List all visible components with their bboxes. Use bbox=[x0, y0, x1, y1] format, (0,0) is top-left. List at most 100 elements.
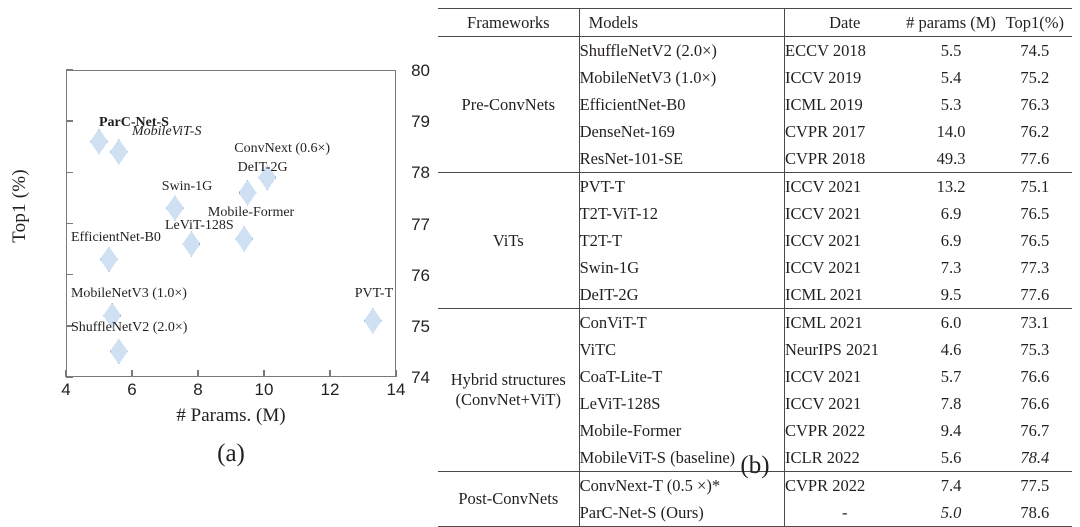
scatter-point-label: Swin-1G bbox=[161, 178, 213, 194]
model-cell: MobileNetV3 (1.0×) bbox=[578, 64, 785, 91]
y-tick-mark bbox=[66, 120, 73, 122]
x-axis-label: # Params. (M) bbox=[176, 405, 286, 426]
top1-cell: 77.6 bbox=[1020, 148, 1050, 168]
date-cell: CVPR 2022 bbox=[784, 417, 905, 444]
x-tick-mark bbox=[65, 370, 67, 377]
scatter-point bbox=[103, 302, 122, 329]
y-tick-label: 77 bbox=[411, 214, 430, 234]
date-cell: ICCV 2021 bbox=[784, 172, 905, 200]
y-tick-label: 76 bbox=[411, 265, 430, 285]
table-header-row: Frameworks Models Date # params (M) Top1… bbox=[438, 8, 1072, 37]
scatter-point-label: ParC-Net-S bbox=[99, 114, 169, 130]
y-tick-label: 80 bbox=[411, 61, 430, 80]
scatter-point-label: PVT-T bbox=[354, 286, 394, 302]
y-tick-label: 79 bbox=[411, 112, 430, 132]
top1-cell: 76.5 bbox=[1020, 230, 1050, 250]
scatter-point bbox=[363, 307, 382, 334]
y-axis-label: Top1 (%) bbox=[9, 169, 30, 243]
params-cell: 49.3 bbox=[936, 148, 966, 168]
date-cell: CVPR 2017 bbox=[784, 118, 905, 145]
top1-cell: 76.5 bbox=[1020, 203, 1050, 223]
model-cell: CoaT-Lite-T bbox=[578, 363, 785, 390]
x-tick-mark bbox=[197, 370, 199, 377]
scatter-point bbox=[109, 138, 128, 165]
params-cell: 7.3 bbox=[940, 257, 962, 277]
model-cell: ViTC bbox=[578, 336, 785, 363]
params-cell: 5.7 bbox=[940, 366, 962, 386]
framework-cell: Pre-ConvNets bbox=[461, 94, 556, 114]
scatter-point bbox=[109, 338, 128, 365]
framework-label-line1: Hybrid structures bbox=[450, 370, 566, 389]
scatter-point bbox=[99, 246, 118, 273]
scatter-point-label: DeIT-2G bbox=[237, 160, 288, 176]
params-cell: 5.0 bbox=[940, 502, 962, 522]
column-header-date: Date bbox=[784, 8, 905, 37]
params-cell: 13.2 bbox=[936, 176, 966, 196]
framework-cell: Hybrid structures(ConvNet+ViT) bbox=[438, 309, 579, 472]
y-tick-mark bbox=[66, 69, 73, 71]
top1-cell: 78.4 bbox=[1020, 447, 1050, 467]
date-cell: ICML 2021 bbox=[784, 281, 905, 309]
date-cell: ICLR 2022 bbox=[784, 444, 905, 472]
y-tick-mark bbox=[66, 222, 73, 225]
params-cell: 6.9 bbox=[940, 230, 962, 250]
scatter-point-label: Mobile-Former bbox=[207, 205, 295, 221]
x-tick-mark bbox=[263, 370, 265, 377]
column-header-models: Models bbox=[578, 8, 785, 37]
params-cell: 14.0 bbox=[936, 121, 966, 141]
scatter-point-label: MobileViT-S bbox=[132, 124, 202, 140]
x-tick-label: 6 bbox=[127, 380, 137, 399]
top1-cell: 76.3 bbox=[1020, 94, 1050, 114]
x-tick-label: 14 bbox=[386, 380, 406, 399]
x-tick-label: 12 bbox=[320, 380, 340, 399]
model-cell: T2T-ViT-12 bbox=[578, 200, 785, 227]
model-cell: EfficientNet-B0 bbox=[578, 91, 785, 118]
y-tick-label: 75 bbox=[411, 316, 430, 336]
table-header: Frameworks Models Date # params (M) Top1… bbox=[438, 8, 1072, 37]
date-cell: ICCV 2021 bbox=[784, 254, 905, 281]
y-tick-mark bbox=[66, 171, 73, 174]
figure-b-caption: (b) bbox=[740, 452, 770, 479]
date-cell: ICCV 2021 bbox=[784, 390, 905, 417]
column-header-top1: Top1(%) bbox=[1005, 12, 1064, 32]
y-tick-mark bbox=[66, 325, 73, 327]
framework-cell: ViTs bbox=[492, 230, 524, 250]
top1-cell: 76.6 bbox=[1020, 393, 1050, 413]
params-cell: 7.8 bbox=[940, 393, 962, 413]
figure-a-caption: (a) bbox=[217, 440, 245, 467]
y-tick-mark bbox=[66, 376, 73, 378]
framework-label-line2: (ConvNet+ViT) bbox=[455, 390, 562, 409]
date-cell: ICCV 2019 bbox=[784, 64, 905, 91]
model-cell: ResNet-101-SE bbox=[578, 145, 785, 173]
scatter-point bbox=[238, 179, 257, 206]
params-cell: 5.4 bbox=[940, 67, 962, 87]
top1-cell: 75.1 bbox=[1020, 176, 1050, 196]
y-tick-mark bbox=[66, 273, 73, 276]
plot-area bbox=[66, 70, 396, 377]
x-tick-label: 8 bbox=[193, 380, 203, 399]
model-cell: Mobile-Former bbox=[578, 417, 785, 444]
model-cell: PVT-T bbox=[578, 172, 785, 200]
date-cell: NeurIPS 2021 bbox=[784, 336, 905, 363]
results-table-figure: Frameworks Models Date # params (M) Top1… bbox=[430, 0, 1080, 527]
params-cell: 9.4 bbox=[940, 420, 962, 440]
column-header-params: # params (M) bbox=[906, 12, 996, 32]
date-cell: ICCV 2021 bbox=[784, 363, 905, 390]
model-cell: LeViT-128S bbox=[578, 390, 785, 417]
date-cell: ICML 2019 bbox=[784, 91, 905, 118]
model-cell: ParC-Net-S (Ours) bbox=[578, 499, 785, 527]
